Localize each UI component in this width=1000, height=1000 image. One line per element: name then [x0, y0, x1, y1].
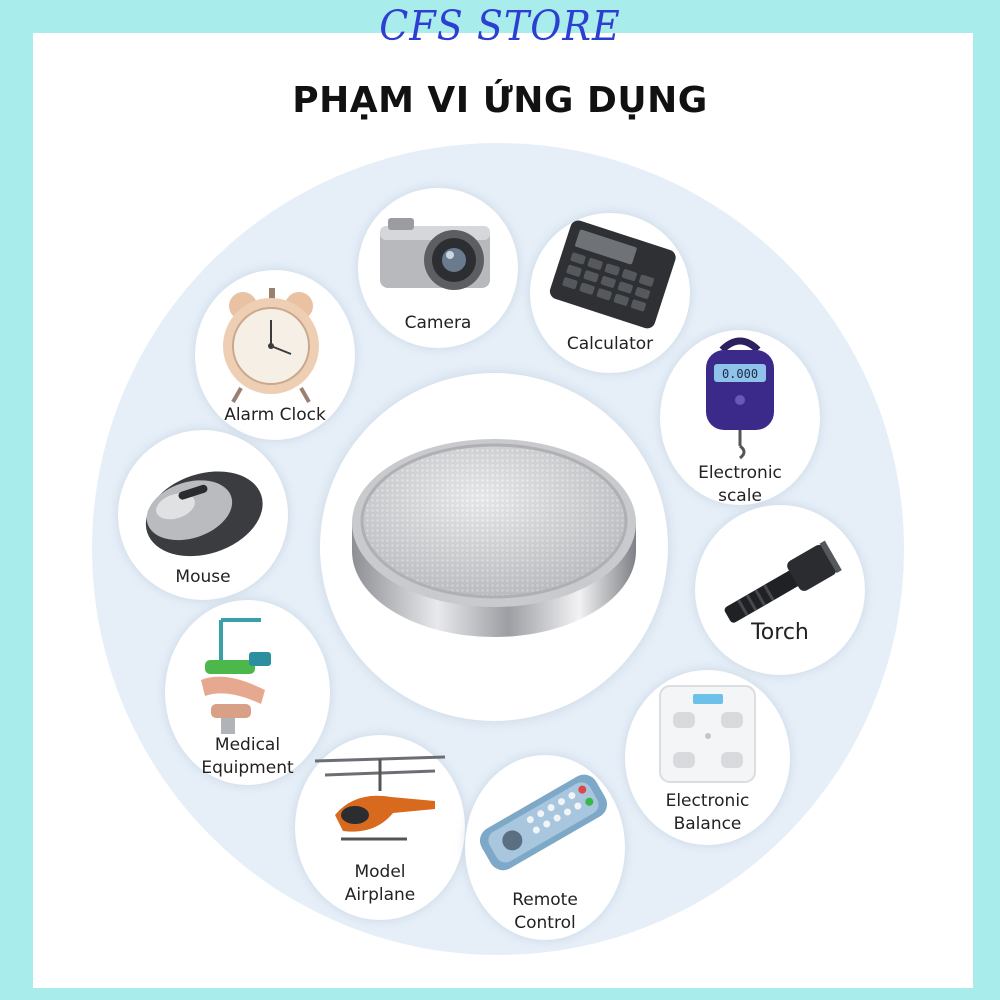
flashlight-icon [724, 540, 842, 623]
device-label: Medical Equipment [201, 735, 294, 778]
page-title: PHẠM VI ỨNG DỤNG [292, 80, 708, 121]
bathroom-scale-icon [659, 685, 756, 783]
device-label: Electronic scale [698, 463, 782, 506]
device-label: Torch [751, 620, 809, 645]
device-calculator: Calculator [530, 213, 690, 373]
device-label: Electronic Balance [665, 791, 750, 834]
dental-chair-icon [201, 618, 271, 734]
device-camera: Camera [358, 188, 518, 348]
device-label: Model Airplane [344, 862, 416, 905]
device-medical-equipment: Medical Equipment [165, 600, 330, 785]
device-label: Calculator [566, 334, 654, 354]
device-label: Alarm Clock [224, 405, 326, 425]
mouse-icon [145, 471, 263, 557]
device-label: Camera [404, 313, 472, 333]
device-label: Remote Control [512, 890, 578, 933]
device-electronic-balance: Electronic Balance [625, 670, 790, 845]
helicopter-icon [314, 755, 446, 841]
store-brand: CFS STORE [379, 2, 621, 50]
remote-control-icon [479, 774, 608, 871]
center-circle [320, 373, 668, 721]
camera-icon [380, 218, 490, 290]
device-mouse: Mouse [118, 430, 288, 600]
device-remote-control: Remote Control [465, 755, 625, 940]
svg-text:0.000: 0.000 [722, 367, 758, 381]
coin-battery-icon [352, 439, 636, 637]
device-electronic-scale: 0.000 Electronic scale [660, 330, 820, 506]
alarm-clock-icon [223, 288, 319, 403]
device-alarm-clock: Alarm Clock [195, 270, 355, 440]
device-torch: Torch [695, 505, 865, 675]
device-model-airplane: Model Airplane [295, 735, 465, 920]
device-label: Mouse [175, 567, 231, 587]
calculator-icon [549, 220, 676, 329]
hanging-scale-icon: 0.000 [706, 337, 774, 460]
